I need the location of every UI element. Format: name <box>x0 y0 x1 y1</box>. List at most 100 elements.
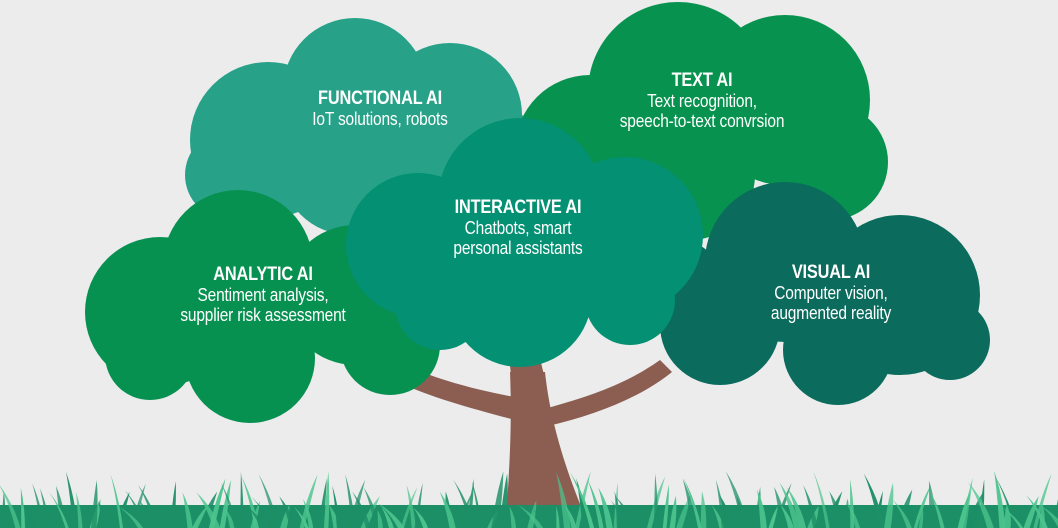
grass-blade <box>718 494 734 528</box>
grass-blade <box>26 505 36 528</box>
grass-blade <box>884 482 894 528</box>
grass-blade <box>517 504 544 528</box>
grass-blade <box>457 491 473 528</box>
grass-blade <box>303 498 314 528</box>
grass-blade <box>928 480 937 528</box>
grass-blade <box>1023 495 1039 528</box>
grass-blade <box>768 506 778 528</box>
grass-blade <box>669 495 677 528</box>
grass-blade <box>676 494 692 528</box>
grass-blade <box>400 487 418 528</box>
grass-blade <box>118 506 144 528</box>
grass-blade <box>863 473 885 528</box>
grass-blade <box>159 506 181 528</box>
grass-blade <box>378 503 405 528</box>
grass-blade <box>345 474 356 528</box>
grass-strip <box>0 470 1058 528</box>
grass-blade <box>381 506 394 528</box>
grass-blade <box>896 489 913 528</box>
grass-blade <box>247 506 266 528</box>
grass-blade <box>918 508 924 528</box>
grass-blade <box>546 500 553 528</box>
grass-blade <box>138 485 160 528</box>
grass-blade <box>453 479 476 528</box>
grass-blade <box>471 481 483 528</box>
grass-blade <box>556 472 571 528</box>
grass-blade <box>191 505 208 528</box>
grass-blade <box>65 471 78 528</box>
grass-blade <box>1000 505 1024 528</box>
grass-blade <box>615 496 637 528</box>
text-ai-title: TEXT AI <box>671 70 733 91</box>
grass-blade <box>251 496 274 528</box>
grass-blade <box>653 473 658 528</box>
grass-blade <box>439 491 456 528</box>
grass-blade <box>299 474 318 528</box>
grass-blade <box>994 470 1006 528</box>
grass-blade <box>610 500 628 528</box>
grass-blade <box>406 484 416 528</box>
interactive-ai-title: INTERACTIVE AI <box>454 197 582 218</box>
text-ai-label: TEXT AI Text recognition, speech-to-text… <box>606 70 797 132</box>
grass-blade <box>377 509 383 528</box>
analytic-ai-title: ANALYTIC AI <box>213 264 313 285</box>
grass-blade <box>780 504 794 528</box>
grass-blade <box>414 482 423 528</box>
grass-blade <box>532 509 550 528</box>
analytic-ai-label: ANALYTIC AI Sentiment analysis, supplier… <box>167 264 359 326</box>
functional-ai-line-1: IoT solutions, robots <box>312 109 448 130</box>
cloud-visual-ai <box>640 182 990 405</box>
grass-blade <box>130 483 146 528</box>
grass-blade <box>683 478 702 528</box>
grass-blade <box>91 480 98 528</box>
grass-blade <box>49 491 69 528</box>
interactive-ai-line-1: Chatbots, smart <box>464 218 572 239</box>
grass-blade <box>707 504 720 528</box>
grass-blade <box>139 500 154 528</box>
analytic-ai-line-2: supplier risk assessment <box>180 305 346 326</box>
grass-blade <box>98 501 109 528</box>
grass-blade <box>421 506 432 528</box>
grass-blade <box>240 471 244 528</box>
grass-blade <box>75 491 83 528</box>
grass-blade <box>913 484 932 528</box>
grass-blade <box>429 505 440 528</box>
visual-ai-line-1: Computer vision, <box>774 283 888 304</box>
grass-blade <box>499 473 508 528</box>
grass-blade <box>842 498 849 528</box>
grass-blade <box>1040 505 1058 528</box>
grass-blade <box>220 482 238 528</box>
grass-blade <box>715 479 726 528</box>
grass-blade <box>892 500 912 528</box>
grass-blade <box>491 471 504 528</box>
grass-blade <box>662 484 669 528</box>
grass-blade <box>569 472 595 528</box>
grass-blade <box>962 477 973 528</box>
interactive-ai-line-2: personal assistants <box>453 238 583 259</box>
grass-blade <box>774 482 792 528</box>
grass-blade <box>196 492 221 528</box>
visual-ai-line-2: augmented reality <box>770 303 892 324</box>
grass-blade <box>829 491 845 528</box>
grass-blade <box>363 487 381 528</box>
analytic-ai-line-1: Sentiment analysis, <box>197 285 329 306</box>
grass-blade <box>170 481 176 528</box>
grass-blade <box>114 491 130 528</box>
grass-blade <box>929 491 945 528</box>
grass-blade <box>640 506 645 528</box>
grass-blade <box>125 490 148 528</box>
grass-blade <box>509 506 517 528</box>
visual-ai-title: VISUAL AI <box>791 262 871 283</box>
functional-ai-label: FUNCTIONAL AI IoT solutions, robots <box>301 88 459 129</box>
grass-blade <box>219 479 231 528</box>
grass-blade <box>9 506 25 528</box>
grass-blade <box>110 474 124 528</box>
grass-blade <box>682 478 698 528</box>
grass-blade <box>293 506 309 528</box>
grass-blade <box>587 479 604 528</box>
grass-blade <box>945 504 956 528</box>
grass-blade <box>0 485 21 528</box>
visual-ai-label: VISUAL AI Computer vision, augmented rea… <box>761 262 901 324</box>
